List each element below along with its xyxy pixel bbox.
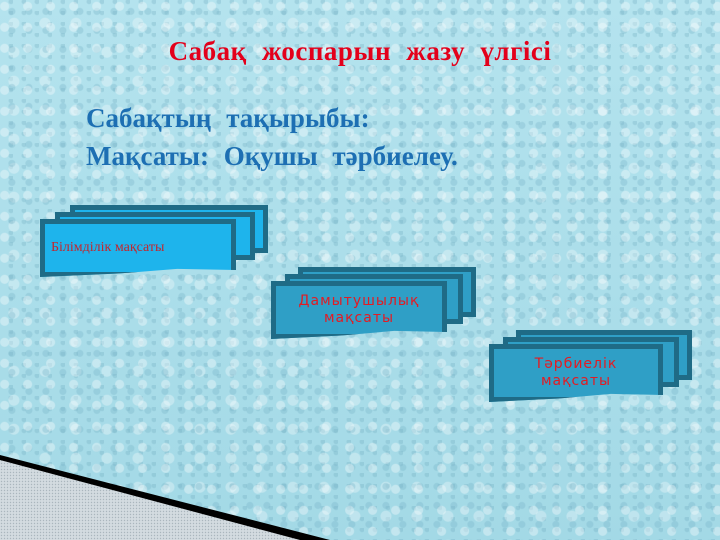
card-label-line2: мақсаты	[540, 373, 612, 389]
card-educational-goal[interactable]: Білімділік мақсаты	[40, 205, 268, 277]
card-label-line2: мақсаты	[323, 310, 395, 326]
lesson-topic-label: Сабақтың тақырыбы:	[86, 103, 370, 133]
lesson-goal-line: Мақсаты: Оқушы тәрбиелеу.	[86, 141, 458, 171]
card-developmental-goal[interactable]: Дамытушылық мақсаты	[271, 267, 476, 339]
slide-title: Сабақ жоспарын жазу үлгісі	[168, 36, 552, 66]
card-label-line1: Дамытушылық	[298, 293, 420, 309]
card-upbringing-goal[interactable]: Тәрбиелік мақсаты	[489, 330, 692, 402]
card-front: Дамытушылық мақсаты	[271, 281, 447, 339]
card-label: Білімділік мақсаты	[51, 240, 165, 255]
card-front: Білімділік мақсаты	[40, 219, 236, 277]
card-label-line1: Тәрбиелік	[534, 356, 618, 372]
card-front: Тәрбиелік мақсаты	[489, 344, 663, 402]
